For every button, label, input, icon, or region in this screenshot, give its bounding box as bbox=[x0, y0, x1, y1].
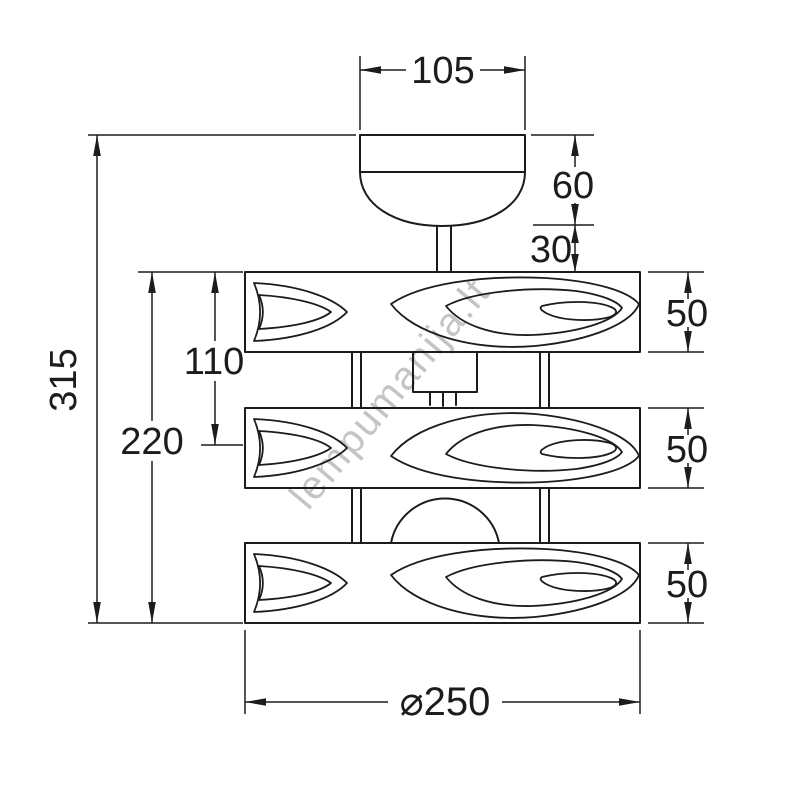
dim-label-315: 315 bbox=[43, 348, 85, 411]
dimension-canopy-width: 105 bbox=[359, 50, 526, 130]
dim-label-110: 110 bbox=[184, 341, 245, 383]
shade-band-2 bbox=[244, 407, 641, 489]
bulb-outline bbox=[390, 497, 500, 544]
dim-label-30: 30 bbox=[530, 229, 572, 271]
dim-label-50-2: 50 bbox=[666, 429, 708, 471]
dim-label-50-1: 50 bbox=[666, 293, 708, 335]
dim-label-50-3: 50 bbox=[666, 564, 708, 606]
dimension-stem-height: 30 bbox=[530, 225, 579, 272]
lamp-socket bbox=[412, 351, 478, 407]
band-grain-3 bbox=[253, 547, 640, 619]
dimension-band-offset: 110 bbox=[184, 272, 245, 446]
support-rods bbox=[351, 351, 550, 544]
shade-band-3 bbox=[244, 542, 641, 624]
fixture bbox=[244, 134, 641, 624]
dimension-band1-height: 50 bbox=[648, 271, 708, 353]
dimension-diameter: ⌀250 bbox=[244, 630, 641, 724]
dim-label-220: 220 bbox=[120, 421, 183, 463]
dim-label-105: 105 bbox=[411, 50, 474, 92]
dimension-canopy-height: 60 bbox=[531, 134, 594, 226]
dimension-shade-height: 220 bbox=[120, 271, 243, 623]
dimension-band3-height: 50 bbox=[648, 542, 708, 624]
stem bbox=[436, 225, 452, 273]
dim-label-60: 60 bbox=[552, 165, 594, 207]
canopy-outline bbox=[359, 134, 526, 227]
dimension-band2-height: 50 bbox=[648, 407, 708, 489]
dim-label-diameter: ⌀250 bbox=[400, 680, 491, 724]
dimension-overall-height: 315 bbox=[43, 134, 356, 624]
